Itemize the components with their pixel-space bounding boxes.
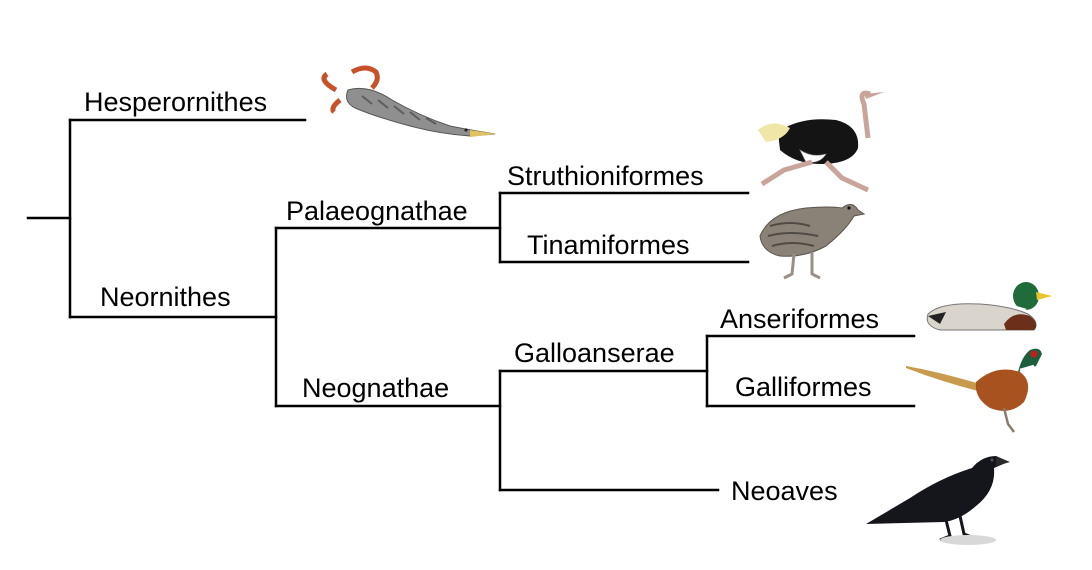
label-struthioniformes: Struthioniformes [507, 161, 704, 191]
label-galliformes: Galliformes [735, 372, 872, 402]
label-hesperornithes: Hesperornithes [84, 87, 268, 117]
tinamou-icon [759, 204, 866, 280]
label-galloanserae: Galloanserae [514, 338, 675, 368]
label-tinamiformes: Tinamiformes [527, 230, 690, 260]
ostrich-icon [758, 90, 884, 193]
label-neognathae: Neognathae [302, 373, 450, 403]
label-palaeognathae: Palaeognathae [286, 196, 468, 226]
label-neoaves: Neoaves [731, 476, 838, 506]
mallard-icon [926, 282, 1052, 331]
hesperornis-icon [321, 65, 497, 137]
pheasant-icon [906, 348, 1042, 433]
label-neornithes: Neornithes [100, 282, 231, 312]
label-anseriformes: Anseriformes [720, 304, 880, 334]
tree-branches [26, 118, 916, 492]
raven-icon [866, 456, 1010, 545]
